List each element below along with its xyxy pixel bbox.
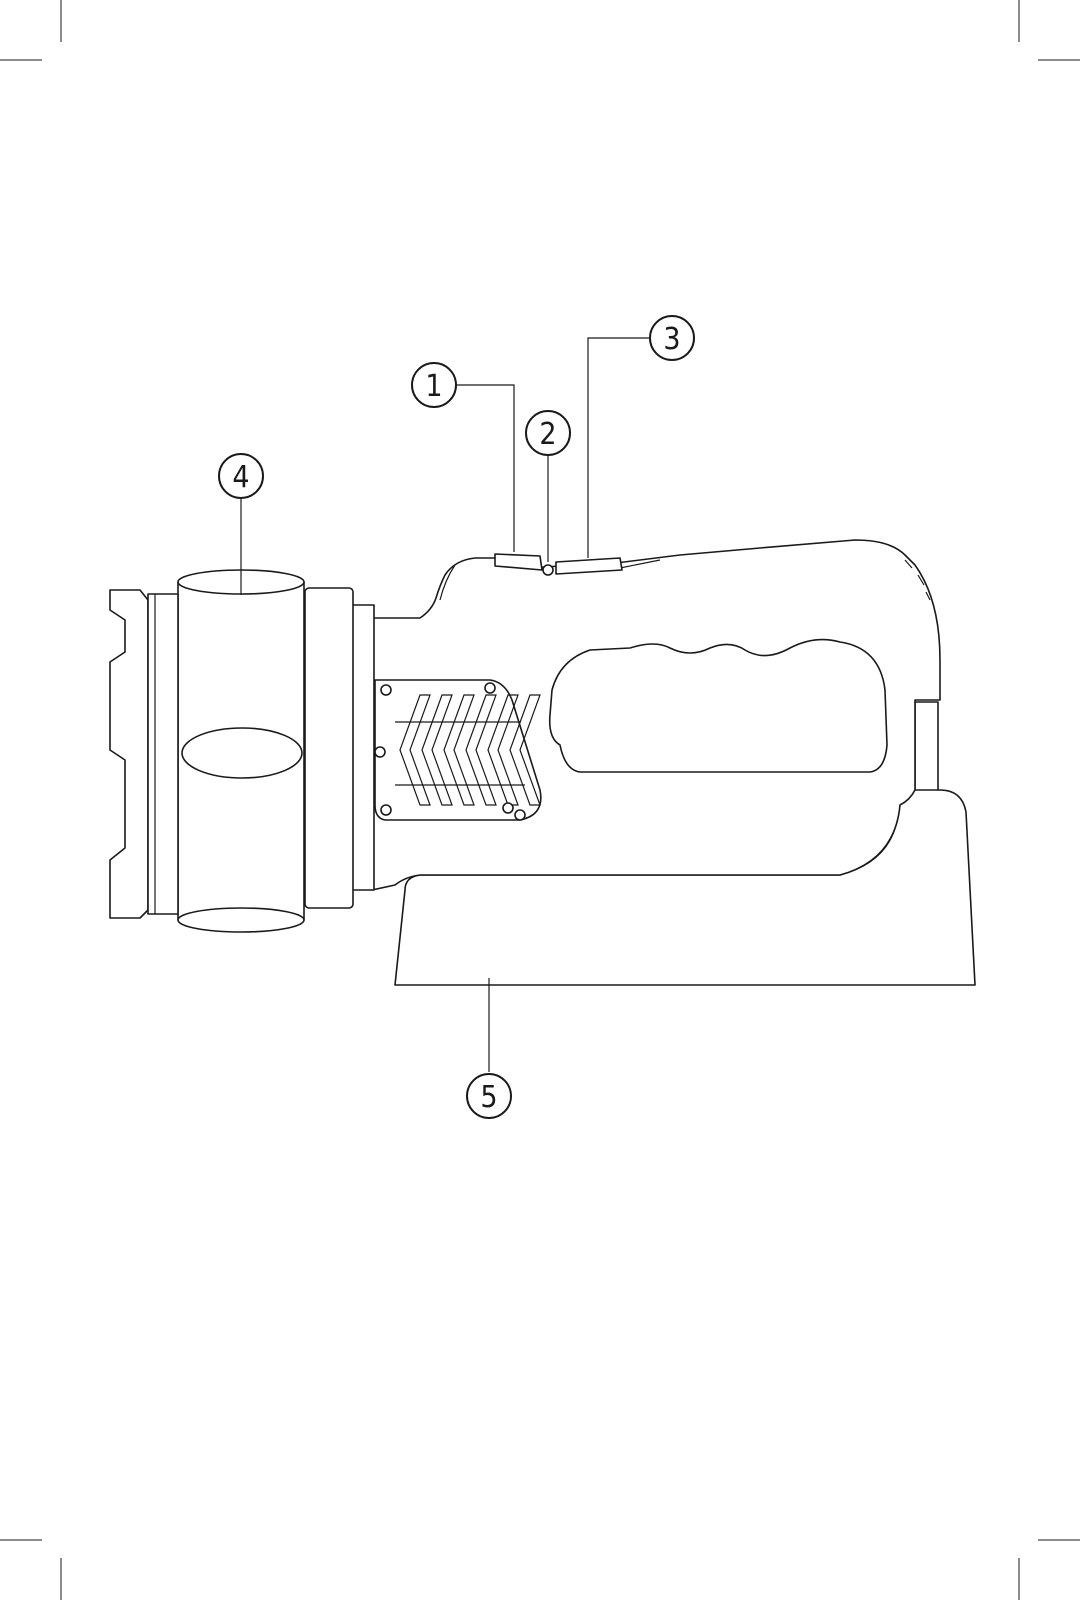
center-oval	[182, 728, 302, 778]
front-bezel	[110, 590, 148, 918]
callout-3: 3	[650, 316, 694, 360]
callout-2: 2	[526, 411, 570, 455]
flashlight-head	[110, 570, 374, 932]
indicator-light	[543, 565, 553, 575]
callout-2-label: 2	[539, 417, 556, 452]
callout-5-label: 5	[480, 1080, 497, 1115]
callout-4: 4	[219, 454, 263, 498]
leader-1	[456, 385, 514, 552]
callout-1-label: 1	[425, 369, 442, 404]
callout-4-label: 4	[232, 460, 249, 495]
vent-grille	[375, 680, 541, 820]
callout-5: 5	[467, 1074, 511, 1118]
callout-3-label: 3	[663, 322, 680, 357]
leader-3	[588, 338, 650, 558]
callout-1: 1	[412, 363, 456, 407]
rear-ring	[305, 588, 353, 908]
